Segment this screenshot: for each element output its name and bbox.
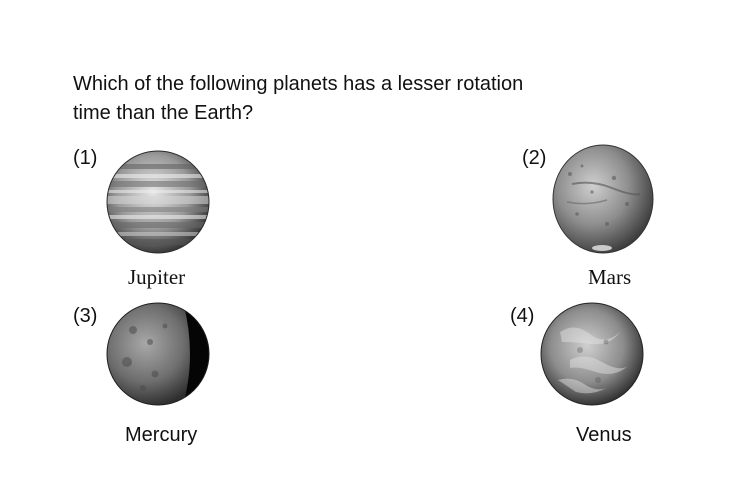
mercury-icon[interactable] — [105, 302, 211, 406]
mars-icon[interactable] — [552, 144, 654, 254]
option-4-label: Venus — [576, 424, 632, 446]
option-3-label: Mercury — [125, 424, 198, 446]
question-text: Which of the following planets has a les… — [73, 70, 593, 128]
venus-icon[interactable] — [540, 302, 644, 406]
option-2-number: (2) — [522, 147, 547, 169]
question-line-2: time than the Earth? — [73, 102, 254, 124]
option-3-number: (3) — [73, 305, 98, 327]
option-4-number: (4) — [510, 305, 535, 327]
question-line-1: Which of the following planets has a les… — [73, 73, 524, 95]
option-1-label: Jupiter — [128, 265, 186, 289]
option-1-number: (1) — [73, 147, 98, 169]
jupiter-icon[interactable] — [106, 150, 210, 254]
option-2-label: Mars — [588, 265, 632, 289]
